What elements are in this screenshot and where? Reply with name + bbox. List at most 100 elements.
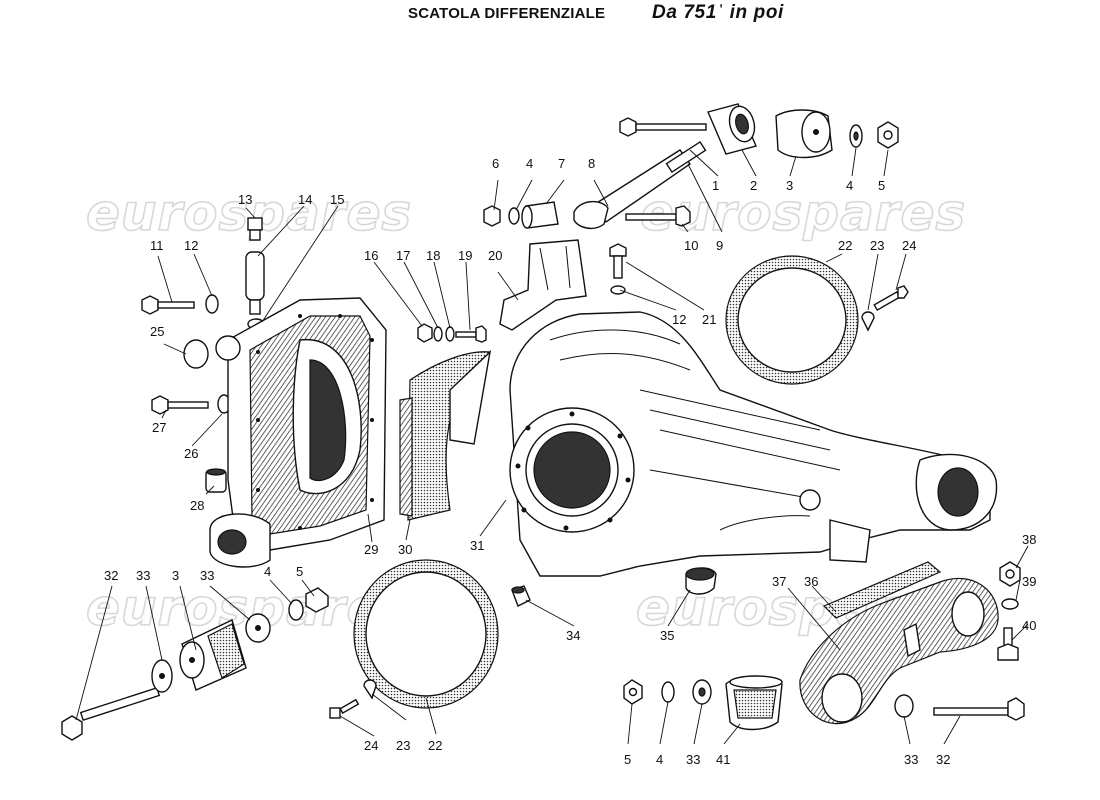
nut-part-5-c (623, 679, 643, 705)
plug-part-28 (205, 468, 227, 493)
washer-part-4-d (661, 681, 675, 703)
callout-17: 17 (396, 248, 410, 263)
callout-9: 9 (716, 238, 723, 253)
tab-part-23 (861, 311, 875, 332)
washer-part-4-b (508, 207, 520, 225)
callout-18: 18 (426, 248, 440, 263)
bolt-part-40 (997, 627, 1019, 661)
callout-34: 34 (566, 628, 580, 643)
callout-24: 24 (364, 738, 378, 753)
callout-5: 5 (878, 178, 885, 193)
callout-31: 31 (470, 538, 484, 553)
callout-15: 15 (330, 192, 344, 207)
washer-part-12 (205, 294, 219, 314)
callout-3: 3 (786, 178, 793, 193)
plate-part-36 (822, 561, 942, 619)
bolt-part-11 (141, 295, 195, 315)
insert-part-30 (399, 350, 492, 521)
bracket-part-20 (499, 239, 587, 331)
washer-part-33-d (894, 694, 914, 718)
nut-part-38 (999, 561, 1021, 587)
callout-27: 27 (152, 420, 166, 435)
rubber-bush-part-41 (725, 675, 783, 731)
callout-22: 22 (838, 238, 852, 253)
plug-part-34 (511, 585, 531, 607)
bolt-part-32 (61, 686, 161, 741)
callout-33: 33 (686, 752, 700, 767)
callout-35: 35 (660, 628, 674, 643)
spacer-part-7 (521, 201, 559, 229)
callout-41: 41 (716, 752, 730, 767)
callout-30: 30 (398, 542, 412, 557)
callout-4: 4 (656, 752, 663, 767)
callout-36: 36 (804, 574, 818, 589)
callout-29: 29 (364, 542, 378, 557)
callout-33: 33 (904, 752, 918, 767)
diagram-title: SCATOLA DIFFERENZIALE (408, 5, 606, 22)
bush-part-2 (707, 103, 757, 155)
crossmember-part-37 (799, 577, 999, 725)
callout-labels: 1 2 3 4 5 6 4 7 8 9 10 13 14 15 11 12 16… (104, 156, 1036, 767)
washer-part-4-c (288, 599, 304, 621)
tab-part-23-b (363, 679, 377, 700)
washer-part-33-b (245, 613, 271, 643)
bolt-part-27 (151, 395, 209, 415)
callout-23: 23 (396, 738, 410, 753)
callout-19: 19 (458, 248, 472, 263)
callout-4: 4 (264, 564, 271, 579)
callout-39: 39 (1022, 574, 1036, 589)
washer-part-4 (849, 124, 863, 148)
callout-24: 24 (902, 238, 916, 253)
callout-5: 5 (624, 752, 631, 767)
washer-part-18 (445, 326, 455, 342)
callout-10: 10 (684, 238, 698, 253)
washer-part-33-c (692, 679, 712, 705)
callout-38: 38 (1022, 532, 1036, 547)
leader-lines (75, 147, 1029, 745)
callout-33: 33 (200, 568, 214, 583)
callout-33: 33 (136, 568, 150, 583)
callout-22: 22 (428, 738, 442, 753)
callout-37: 37 (772, 574, 786, 589)
callout-32: 32 (104, 568, 118, 583)
callout-12: 12 (672, 312, 686, 327)
callout-16: 16 (364, 248, 378, 263)
differential-housing-part-31 (509, 311, 998, 577)
gasket-part-22-top (725, 255, 859, 385)
washer-part-33 (151, 659, 173, 693)
callout-14: 14 (298, 192, 312, 207)
callout-7: 7 (558, 156, 565, 171)
bolt-part-32-b (933, 697, 1025, 721)
callout-23: 23 (870, 238, 884, 253)
callout-5: 5 (296, 564, 303, 579)
serial-range-label: Da 751ˈ in poi (652, 2, 784, 23)
screw-part-24-b (329, 698, 360, 719)
nut-part-5-b (305, 587, 329, 613)
callout-2: 2 (750, 178, 757, 193)
callout-12: 12 (184, 238, 198, 253)
bolt-part-19 (455, 325, 487, 343)
side-cover-part-29 (209, 297, 387, 568)
callout-21: 21 (702, 312, 716, 327)
callout-32: 32 (936, 752, 950, 767)
o-ring-part-25 (183, 339, 209, 369)
callout-4: 4 (846, 178, 853, 193)
callout-1: 1 (712, 178, 719, 193)
nut-part-6 (483, 205, 501, 227)
callout-3: 3 (172, 568, 179, 583)
watermark: eurospares (640, 184, 966, 242)
washer-part-39 (1001, 598, 1019, 610)
callout-11: 11 (150, 238, 164, 253)
callout-13: 13 (238, 192, 252, 207)
plug-part-13 (247, 217, 263, 241)
screw-part-10 (625, 205, 691, 227)
callout-26: 26 (184, 446, 198, 461)
rubber-bush-part-3 (775, 109, 833, 159)
washer-part-17 (433, 326, 443, 342)
callout-20: 20 (488, 248, 502, 263)
callout-25: 25 (150, 324, 164, 339)
tie-rod-part-8 (573, 140, 707, 230)
watermark: eurospares (86, 184, 412, 242)
breather-part-14 (245, 251, 265, 315)
